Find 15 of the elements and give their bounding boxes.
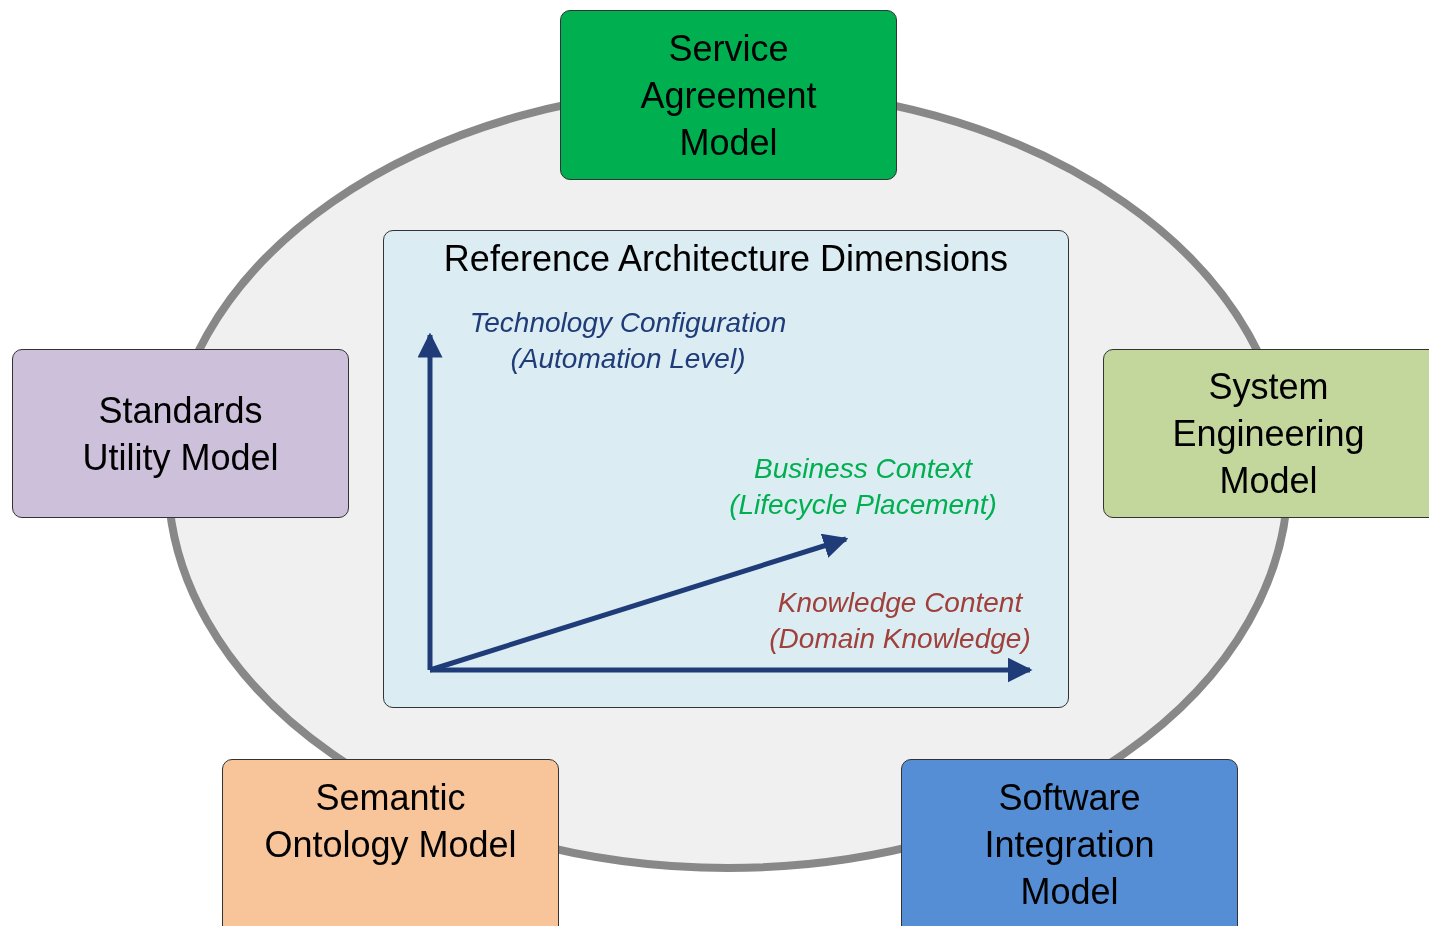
axis-label: Knowledge Content (Domain Knowledge) bbox=[768, 586, 1032, 656]
box-label: Software Integration Model bbox=[983, 776, 1156, 914]
panel-title: Reference Architecture Dimensions bbox=[443, 237, 1009, 281]
box-label: Service Agreement Model bbox=[639, 26, 818, 165]
axis-label: Business Context (Lifecycle Placement) bbox=[728, 452, 998, 522]
axis-label: Technology Configuration (Automation Level) bbox=[468, 306, 788, 376]
box-label: System Engineering Model bbox=[1171, 365, 1366, 503]
model-box bbox=[560, 10, 897, 180]
box-label: Semantic Ontology Model bbox=[264, 776, 517, 867]
model-box bbox=[901, 759, 1238, 926]
box-label: Standards Utility Model bbox=[81, 388, 280, 480]
diagram-panel bbox=[383, 230, 1069, 708]
model-box bbox=[12, 349, 349, 518]
model-box bbox=[1103, 349, 1429, 518]
model-box bbox=[222, 759, 559, 926]
